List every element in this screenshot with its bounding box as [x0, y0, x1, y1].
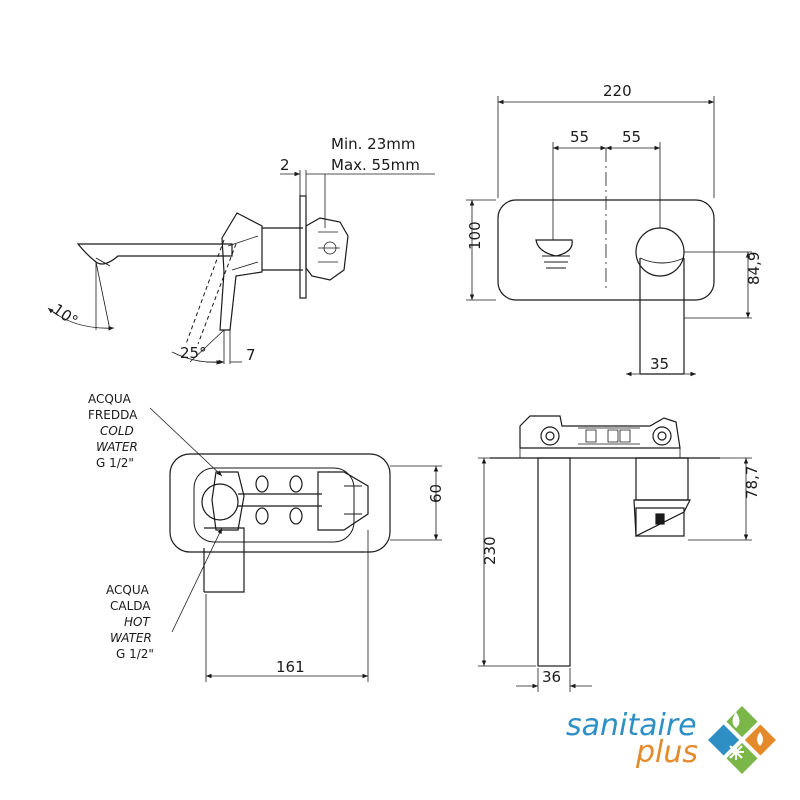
front-lever-height-label: 84,9: [745, 252, 763, 285]
side-lever-width-label: 7: [246, 346, 256, 364]
top-left-valve: [201, 483, 239, 521]
hot-label-1: ACQUA: [106, 583, 150, 597]
cold-label-4: WATER: [96, 440, 138, 454]
side-cartridge: [305, 217, 349, 281]
flame-icon: [757, 732, 763, 746]
hot-label-4: WATER: [110, 631, 152, 645]
front-half-right-label: 55: [622, 128, 641, 146]
top-spout: [204, 527, 245, 593]
hot-label-3: HOT: [124, 615, 151, 629]
bottom-lever-length-label: 78,7: [743, 466, 761, 499]
cold-label-1: ACQUA: [88, 392, 132, 406]
side-wall-plate: [299, 195, 307, 299]
side-max-label: Max. 55mm: [331, 156, 420, 174]
side-spout-angle-label: 10°: [49, 300, 81, 330]
top-right-valve: [317, 471, 369, 531]
hot-label-5: G 1/2": [116, 647, 154, 661]
front-width-label: 220: [603, 82, 632, 100]
bottom-view: [478, 415, 752, 692]
cold-label-3: COLD: [100, 424, 134, 438]
bottom-mixer-body: [519, 415, 681, 449]
bottom-spout-length-label: 230: [481, 536, 499, 565]
side-lever-angle-label: 25°: [180, 344, 207, 362]
top-plate: [169, 453, 391, 553]
cold-label-5: G 1/2": [96, 456, 134, 470]
droplet-icon: [732, 712, 740, 728]
top-width-label: 161: [276, 658, 305, 676]
front-lever-width-label: 35: [650, 355, 669, 373]
bottom-spout-width-label: 36: [542, 668, 561, 686]
top-view: [149, 407, 442, 682]
bottom-lever: [635, 457, 689, 501]
front-lever-round: [635, 227, 685, 277]
logo-word-sanitaire: sanitaire: [566, 708, 697, 743]
sanitaire-plus-logo: sanitaire plus: [566, 706, 776, 774]
front-view: [466, 96, 752, 377]
side-min-label: Min. 23mm: [331, 135, 415, 153]
side-thickness-label: 2: [280, 156, 290, 174]
side-spout: [76, 243, 233, 265]
side-body: [219, 212, 263, 331]
cold-label-2: FREDDA: [88, 408, 138, 422]
hot-label-2: CALDA: [110, 599, 151, 613]
logo-diamond-icon: [708, 706, 776, 774]
front-outlet: [535, 239, 573, 257]
top-depth-label: 60: [427, 484, 445, 503]
front-height-label: 100: [466, 221, 484, 250]
logo-word-plus: plus: [635, 735, 698, 770]
front-half-left-label: 55: [570, 128, 589, 146]
bottom-spout: [537, 457, 571, 667]
snowflake-icon: [728, 744, 744, 760]
side-view: [47, 170, 435, 365]
